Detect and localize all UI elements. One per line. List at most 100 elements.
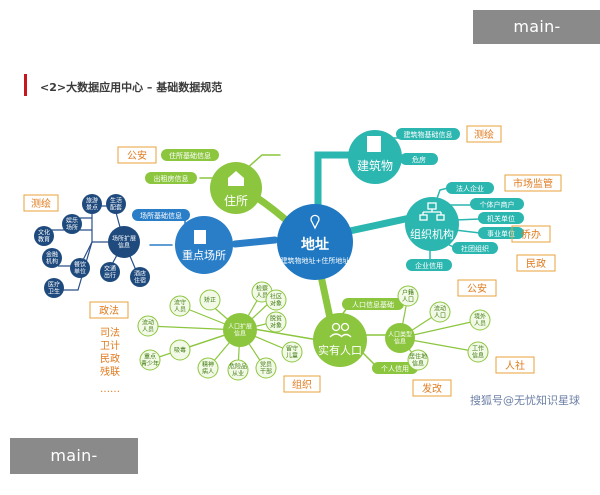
office-building-icon	[194, 230, 206, 244]
place-bubble-yiliao-label: 医疗	[48, 281, 60, 289]
center-node	[277, 204, 353, 280]
pop-bubble-gongzuo-label: 留守	[286, 345, 298, 353]
pop-bubble-leixing-label: 信息	[394, 338, 406, 346]
place-bubble-kuozhan-label: 场所扩展	[112, 235, 136, 243]
tag-shetuan: 社团组织	[461, 244, 489, 253]
connector-zhongdian	[231, 236, 279, 248]
svg-text:民政: 民政	[100, 352, 120, 365]
place-bubble-jiaotong-label: 交通	[104, 265, 116, 273]
tag-jzw-jichu: 建筑物基础信息	[404, 130, 453, 139]
pop-bubble-shequ-label: 对象	[270, 300, 282, 308]
pop-bubble-leixing-label: 人口类型	[388, 331, 412, 339]
hub-jianzhuwu-label: 建筑物	[357, 158, 393, 173]
pop-bubble-kuozhan-label: 信息	[234, 330, 246, 338]
place-bubble-shenghuo-label: 配套	[110, 204, 122, 212]
place-bubble-jiaotong-label: 出行	[104, 272, 116, 280]
pop-bubble-weixian-label: 危险品	[229, 363, 247, 371]
pop-bubble-kuozhan	[223, 313, 257, 347]
pop-bubble-dangyuan-label: 干部	[260, 368, 272, 376]
category-multi: 司法 卫计 民政 残联	[100, 326, 120, 378]
pop-bubble-jiaozheng-label: 矫正	[204, 296, 216, 304]
svg-text:残联: 残联	[100, 365, 120, 378]
category-cehui-1: 测绘	[31, 197, 51, 210]
dots: ……	[100, 384, 120, 395]
pop-bubble-tuoyi	[265, 311, 287, 333]
pop-bubble-liushou-label: 流守	[174, 299, 186, 307]
place-bubble-lvyou-label: 景点	[86, 204, 98, 212]
place-bubble-wenhua-label: 教育	[38, 236, 50, 244]
pop-bubble-shequ	[265, 289, 287, 311]
hub-zhongdian	[175, 216, 233, 274]
pop-bubble-huji-label: 户籍	[402, 289, 414, 297]
category-renshe: 人社	[505, 359, 525, 372]
pop-bubble-shequ-label: 社区	[270, 293, 282, 301]
mind-map-slide: <2>大数据应用中心 – 基础数据规范	[23, 74, 580, 407]
pop-bubble-huji-label: 人口	[402, 297, 414, 304]
place-bubble-jiaotong	[100, 262, 120, 282]
hub-zuzhi-label: 组织机构	[410, 227, 454, 241]
category-minzheng: 民政	[526, 257, 546, 270]
tag-shiye: 事业单位	[487, 229, 515, 238]
hub-renkou-label: 实有人口	[318, 343, 362, 357]
place-bubble-jinrong-label: 金融	[46, 251, 58, 259]
tag-zhusuo-jichu: 住所基础信息	[169, 151, 211, 160]
pop-bubble-xidu-label: 吸毒	[174, 346, 186, 354]
watermark-top: main-qq.com	[473, 10, 600, 60]
pop-bubble-liudong-label: 流动	[142, 319, 154, 327]
hub-zhusuo	[210, 162, 262, 214]
place-bubble-yule-label: 娱乐	[66, 217, 78, 225]
pop-bubble-gongzuo-label: 儿童	[286, 352, 298, 360]
category-cehui-2: 测绘	[474, 128, 494, 141]
house-icon	[228, 171, 244, 186]
place-bubble-shenghuo	[106, 194, 126, 214]
place-bubble-yiliao	[44, 278, 64, 298]
place-bubble-wenhua-label: 文化	[38, 229, 50, 237]
place-bubble-jiudian-label: 酒店	[134, 270, 146, 278]
place-bubble-jinrong-label: 机构	[46, 258, 58, 266]
category-qiaoban: 侨办	[521, 228, 541, 241]
pop-bubble-jiancha-label: 检察	[256, 285, 268, 293]
svg-text:司法: 司法	[100, 326, 120, 339]
place-bubble-canyin-label: 单位	[74, 268, 86, 276]
pop-bubble-kuozhan-label: 人口扩展	[228, 323, 252, 331]
pop-bubble-gongzuo	[281, 341, 303, 363]
hub-renkou	[313, 313, 367, 367]
place-bubble-kuozhan-label: 信息	[118, 242, 130, 250]
place-bubble-jinrong	[42, 248, 62, 268]
pop-bubble-xuesheng	[467, 341, 489, 363]
org-chart-icon	[419, 202, 445, 221]
category-zuzhi: 组织	[292, 378, 312, 391]
pop-bubble-liudongren-label: 人口	[434, 313, 446, 320]
source-mark: 搜狐号@无忧知识星球	[470, 393, 580, 407]
connector-zuzhi	[341, 214, 414, 236]
pop-bubble-laoren-label: 信息	[412, 360, 424, 368]
pop-bubble-zhongdian-label: 重点	[144, 353, 156, 361]
pop-bubble-weixian	[227, 359, 249, 381]
pop-bubble-laoren-label: 居住地	[409, 353, 427, 361]
pop-bubble-zhongdian-label: 青少年	[141, 360, 159, 368]
pop-bubble-xuesheng-label: 信息	[472, 352, 484, 360]
pop-bubble-liudong	[137, 315, 159, 337]
place-bubble-canyin-label: 餐饮	[74, 261, 86, 269]
pop-bubble-dangyuan-label: 党员	[260, 361, 272, 369]
place-bubble-shenghuo-label: 生活	[110, 197, 122, 205]
watermark-bottom: main-qq.com	[10, 438, 138, 491]
pop-bubble-liudongren	[429, 301, 451, 323]
location-pin-icon	[310, 214, 320, 230]
tag-changsuo-jichu: 场所基础信息	[140, 211, 182, 220]
page-title: <2>大数据应用中心 – 基础数据规范	[40, 80, 222, 94]
category-zhengfa: 政法	[99, 304, 119, 317]
pop-bubble-tuoyi-label: 对象	[270, 322, 282, 330]
place-bubble-yule-label: 场所	[66, 224, 78, 232]
place-bubble-yule	[62, 214, 82, 234]
tag-geti: 个体户商户	[480, 200, 515, 209]
hub-zhusuo-label: 住所	[224, 194, 248, 208]
pop-bubble-jingwai-label: 境外	[474, 313, 486, 321]
hub-zhongdian-label: 重点场所	[182, 248, 226, 262]
pop-bubble-jingshen-label: 精神	[202, 361, 214, 369]
place-bubble-lvyou	[82, 194, 102, 214]
pop-bubble-leixing	[385, 323, 415, 353]
place-bubble-kuozhan	[108, 226, 140, 258]
pop-bubble-jingwai	[469, 309, 491, 331]
pop-bubble-jingshen	[197, 357, 219, 379]
